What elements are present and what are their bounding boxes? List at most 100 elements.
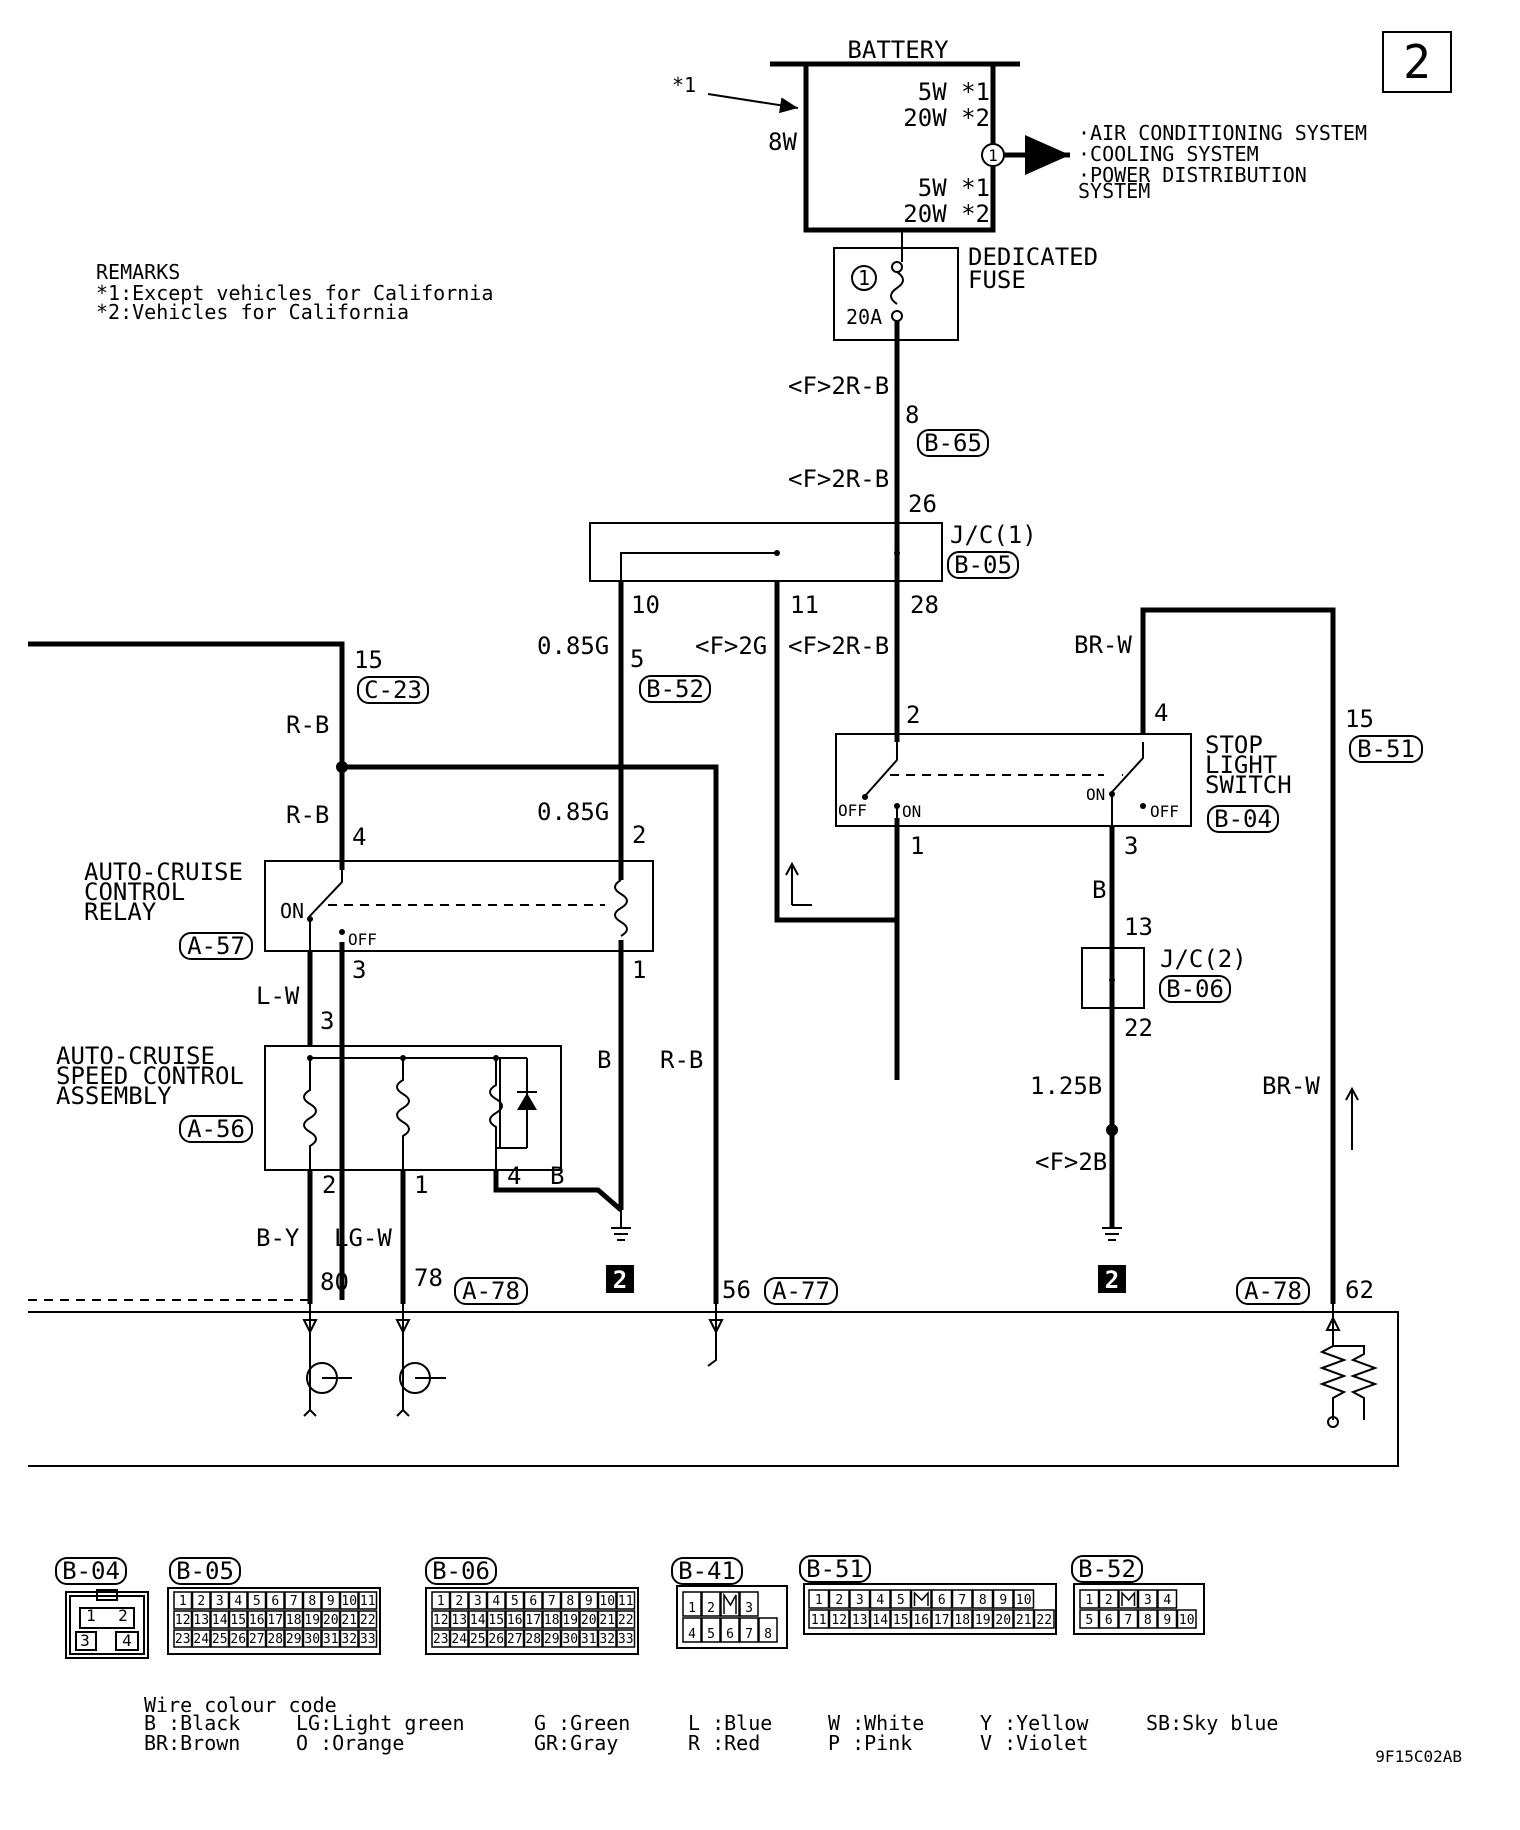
connector-key — [1121, 1590, 1136, 1606]
cv-b52-frame — [1071, 1555, 1143, 1583]
connector-pin-cell — [505, 1591, 525, 1610]
pin-2-switch: 2 — [906, 701, 920, 729]
cv-b04-pin-3: 3 — [80, 1631, 90, 1650]
connector-pin-cell — [910, 1589, 932, 1609]
ground-1-number: 2 — [613, 1266, 627, 1294]
connector-pin-cell — [931, 1609, 953, 1629]
conn-b04: B-04 — [1214, 805, 1272, 833]
connector-pin-number: 1 — [1085, 1593, 1093, 1608]
connector-pin-number: 1 — [688, 1601, 696, 1616]
pin-5: 5 — [630, 645, 644, 673]
connector-pin-cell — [542, 1629, 562, 1648]
connector-pin-number: 4 — [1163, 1593, 1171, 1608]
connector-pin-cell — [523, 1629, 543, 1648]
connector-pin-cell — [808, 1609, 830, 1629]
wire-label-brw-top: BR-W — [1074, 631, 1132, 659]
connector-pin-cell — [265, 1591, 285, 1610]
switch-2-arm — [1111, 742, 1144, 793]
pin-4-assembly: 4 — [507, 1162, 521, 1190]
connector-pin-number: 3 — [856, 1593, 864, 1608]
cv-b52-label: B-52 — [1078, 1555, 1136, 1583]
connector-pin-number: 4 — [234, 1594, 242, 1609]
conn-b51-frame — [1349, 735, 1423, 763]
connector-pin-number: 2 — [197, 1594, 205, 1609]
wire-r-b-to-56 — [342, 764, 719, 1304]
connector-pin-number: 8 — [979, 1593, 987, 1608]
connector-pin-cell — [173, 1629, 193, 1648]
cv-b06-label: B-06 — [432, 1557, 490, 1585]
connector-pin-number: 29 — [286, 1632, 302, 1647]
connector-pin-cell — [542, 1610, 562, 1629]
conn-b51: B-51 — [1357, 735, 1415, 763]
connector-pin-cell — [579, 1610, 599, 1629]
wire-label-f2rb-mid: <F>2R-B — [788, 465, 889, 493]
connector-pin-cell — [828, 1589, 850, 1609]
connector-pin-number: 20 — [995, 1613, 1011, 1628]
assembly-label-1: AUTO-CRUISE — [56, 1042, 215, 1070]
connector-pin-number: 30 — [562, 1632, 578, 1647]
connector-pin-number: 25 — [470, 1632, 486, 1647]
connector-pin-cell — [191, 1610, 211, 1629]
b-splice — [1106, 1124, 1118, 1136]
connector-pin-cell — [339, 1610, 359, 1629]
connector-pin-number: 11 — [618, 1594, 634, 1609]
switch-1-gap — [888, 742, 906, 818]
connector-pin-number: 21 — [599, 1613, 615, 1628]
conn-b05-frame — [947, 551, 1019, 579]
pin-3-assembly: 3 — [320, 1007, 334, 1035]
connector-pin-cell — [951, 1609, 973, 1629]
connector-pin-cell — [1079, 1609, 1100, 1629]
connector-pin-cell — [339, 1591, 359, 1610]
connector-pin-number: 7 — [958, 1593, 966, 1608]
ecu-box — [28, 1311, 1399, 1467]
connector-pin-number: 16 — [913, 1613, 929, 1628]
connector-pin-number: 1 — [179, 1594, 187, 1609]
connector-pin-number: 24 — [193, 1632, 209, 1647]
conn-a78-right-frame — [1236, 1277, 1310, 1305]
pin-2-assembly: 2 — [322, 1171, 336, 1199]
assembly-coil-1 — [303, 1058, 317, 1170]
colour-b: B :Black — [144, 1711, 240, 1735]
connector-pin-cell — [616, 1591, 636, 1610]
cv-b04-cells — [75, 1607, 139, 1651]
conn-b06: B-06 — [1166, 975, 1224, 1003]
colour-o: O :Orange — [296, 1731, 404, 1755]
connector-pin-number: 25 — [212, 1632, 228, 1647]
connector-pin-number: 5 — [253, 1594, 261, 1609]
connector-pin-number: 3 — [474, 1594, 482, 1609]
connector-pin-cell — [228, 1610, 248, 1629]
connector-pin-cell — [951, 1589, 973, 1609]
connector-pin-cell — [1013, 1589, 1035, 1609]
conn-a77: A-77 — [772, 1277, 830, 1305]
connector-pin-number: 20 — [581, 1613, 597, 1628]
connector-pin-number: 23 — [433, 1632, 449, 1647]
connector-pin-number: 12 — [175, 1613, 191, 1628]
colour-p: P :Pink — [828, 1731, 912, 1755]
switch-1-off — [862, 794, 868, 800]
fuse-rating: 20A — [846, 305, 882, 329]
conn-a78-left-frame — [454, 1277, 528, 1305]
connector-pin-cell — [720, 1617, 740, 1643]
connector-pin-number: 14 — [470, 1613, 486, 1628]
pin-26: 26 — [908, 490, 937, 518]
connector-pin-number: 8 — [1144, 1613, 1152, 1628]
wire-br-w — [1140, 607, 1336, 1304]
connector-pin-cell — [579, 1591, 599, 1610]
ground-2-symbol — [1102, 1227, 1122, 1241]
connector-pin-cell — [1098, 1589, 1119, 1609]
cv-b05-label: B-05 — [176, 1557, 234, 1585]
cv-b04-latch — [96, 1589, 118, 1601]
battery-fusible-left — [803, 64, 902, 233]
connector-pin-number: 9 — [585, 1594, 593, 1609]
connector-pin-number: 22 — [618, 1613, 634, 1628]
stop-switch-box — [835, 733, 1192, 827]
connector-pin-cell — [972, 1589, 994, 1609]
star1-arrow — [707, 93, 799, 114]
connector-pin-number: 16 — [507, 1613, 523, 1628]
ground-1-marker — [606, 1265, 634, 1293]
jc1-box — [589, 522, 943, 582]
connector-pin-cell — [265, 1629, 285, 1648]
remarks-title: REMARKS — [96, 260, 180, 284]
connector-pin-cell — [560, 1629, 580, 1648]
